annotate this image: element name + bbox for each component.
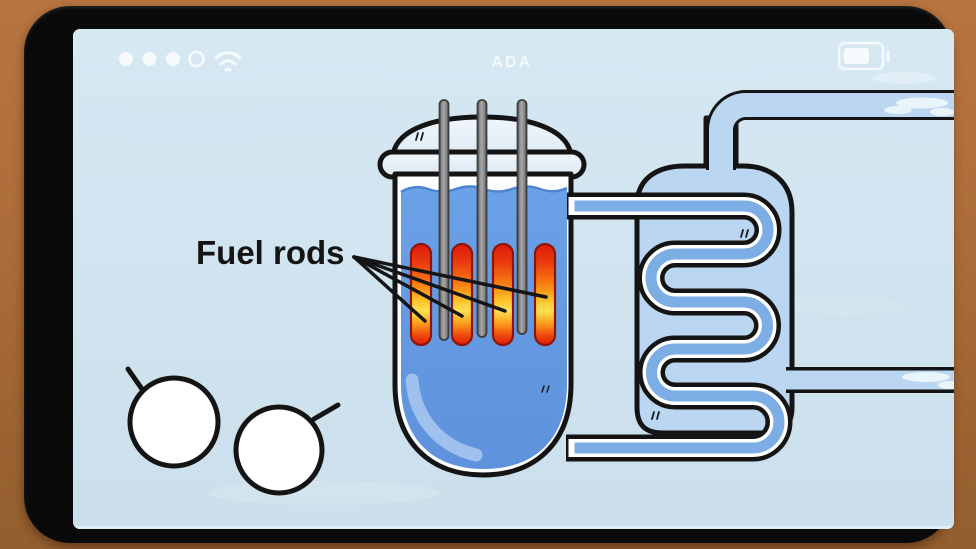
ada-animation-frame: ADA (73, 29, 954, 529)
shine-marks (415, 132, 749, 420)
coolant-coil-pipe (566, 192, 793, 462)
particles (125, 366, 341, 496)
particle (125, 366, 221, 469)
screen-title: ADA (491, 54, 532, 71)
steam-clouds (884, 97, 954, 389)
status-bar: ADA (119, 41, 890, 72)
leader-line (352, 255, 427, 323)
control-rods (438, 99, 528, 341)
leader-line (352, 255, 548, 299)
battery-icon (837, 41, 890, 71)
screen-bottom-glow (73, 526, 954, 529)
steam-outlet-pipe-top (706, 90, 954, 172)
water-highlight (405, 373, 483, 462)
leader-line (352, 255, 507, 313)
fuel-rod (491, 242, 515, 347)
control-rod (438, 99, 450, 341)
tablet-screen[interactable]: ADA (73, 29, 954, 529)
leader-line (352, 255, 464, 318)
fuel-rods-label: Fuel rods (196, 234, 345, 271)
signal-dots-icon (119, 50, 205, 68)
control-rod (476, 99, 488, 338)
control-rod (516, 99, 528, 335)
tablet-bezel: ADA (24, 6, 954, 543)
particle (233, 402, 341, 496)
wifi-icon (214, 51, 242, 72)
leader-lines (352, 255, 548, 323)
